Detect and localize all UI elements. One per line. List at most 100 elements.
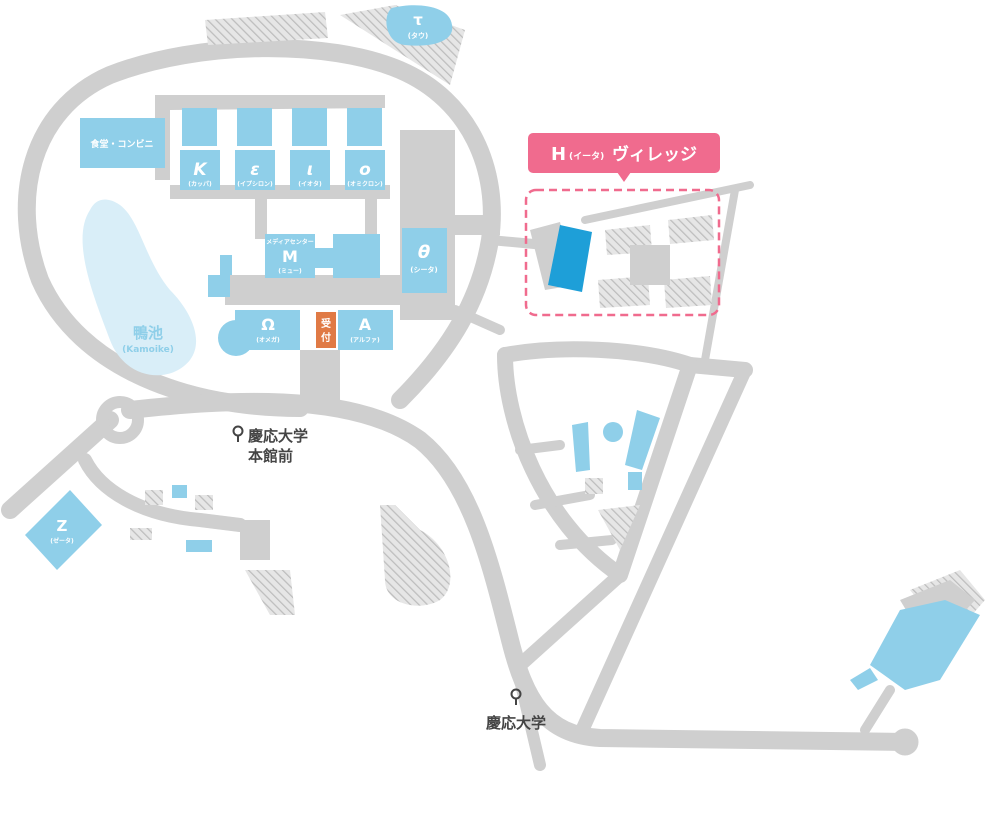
east-diagonal <box>573 363 752 742</box>
mu-reading: (ミュー) <box>278 268 302 275</box>
building-sector-3 <box>628 472 642 490</box>
hatch-w3 <box>130 528 152 540</box>
building-mu[interactable] <box>265 234 315 278</box>
hatch-village-2 <box>668 215 714 244</box>
omicron-reading: (オミクロン) <box>347 180 383 188</box>
village-name: ヴィレッジ <box>612 144 697 165</box>
building-west-1 <box>172 485 187 498</box>
hatch-south-circle <box>380 505 451 606</box>
cafeteria-label: 食堂・コンビニ <box>89 138 153 150</box>
gray-stop-box <box>240 520 270 560</box>
building-reception[interactable] <box>316 312 336 348</box>
reception-line1: 受 <box>321 317 331 330</box>
alpha-letter: A <box>359 315 372 334</box>
buildings <box>25 5 980 690</box>
iota-letter: ι <box>307 160 314 180</box>
hatch-sw <box>245 570 295 615</box>
stop-daigaku[interactable]: 慶応大学 <box>486 688 546 733</box>
gray-walk <box>300 350 340 410</box>
pond-name: 鴨池 <box>133 324 163 342</box>
building-theta[interactable] <box>402 228 447 293</box>
building-east-complex <box>870 600 980 690</box>
building-kappa[interactable] <box>180 150 220 190</box>
gray-band <box>170 185 390 199</box>
building-west-2 <box>186 540 212 552</box>
building-sector-round <box>603 422 623 442</box>
hatch-sector <box>598 505 640 550</box>
tau-reading: (タウ) <box>408 31 428 40</box>
building-village-main[interactable] <box>548 225 592 292</box>
epsilon-letter: ε <box>250 160 259 180</box>
building-omega-round <box>218 320 254 356</box>
inner-road-2 <box>530 490 595 510</box>
zeta-reading: (ゼータ) <box>50 537 74 545</box>
village-letter: H <box>551 144 566 165</box>
stop-pin-icon-2 <box>510 688 522 700</box>
hatch-w1 <box>145 490 163 505</box>
building-alpha[interactable] <box>338 310 393 350</box>
roundabout <box>96 396 144 444</box>
building-epsilon[interactable] <box>235 150 275 190</box>
inner-road-1 <box>515 440 565 455</box>
building-tau[interactable] <box>386 5 453 46</box>
village-callout[interactable]: H (イータ) ヴィレッジ <box>524 133 721 317</box>
village-road <box>450 305 505 335</box>
hatch-village-4 <box>664 276 712 308</box>
east-connector <box>513 568 627 672</box>
east-sector-top <box>497 341 698 373</box>
building-small-2 <box>208 275 230 297</box>
zeta-letter: Z <box>57 517 68 535</box>
stop-honkan[interactable]: 慶応大学 本館前 <box>232 425 309 466</box>
village-road-3 <box>581 181 754 224</box>
building-iota[interactable] <box>290 150 330 190</box>
stop-honkan-line2: 本館前 <box>248 447 293 465</box>
mu-letter: M <box>282 247 298 266</box>
building-cafeteria[interactable] <box>80 118 165 168</box>
end-circle <box>891 728 919 756</box>
gray-plaza <box>225 275 400 305</box>
reception-line2: 付 <box>321 331 331 344</box>
alpha-reading: (アルファ) <box>350 337 380 344</box>
gray-link-1 <box>255 199 267 239</box>
village-banner-pointer <box>617 172 631 182</box>
building-sector-1 <box>572 422 590 472</box>
building-epsilon-top <box>237 108 272 146</box>
village-dashed-boundary <box>524 188 721 317</box>
building-mu-annex <box>333 234 380 278</box>
hatch-sector-2 <box>585 478 603 494</box>
building-omicron[interactable] <box>345 150 385 190</box>
omicron-letter: o <box>359 160 371 180</box>
village-banner <box>528 133 720 173</box>
theta-reading: (シータ) <box>410 265 437 274</box>
building-zeta[interactable] <box>25 490 102 570</box>
stop-pin-icon <box>232 425 244 437</box>
building-mu-link <box>315 248 335 268</box>
south-road <box>514 674 546 771</box>
kappa-reading: (カッパ) <box>188 180 212 188</box>
building-small-1 <box>220 255 232 275</box>
building-omicron-top <box>347 108 382 146</box>
omega-letter: Ω <box>261 315 275 334</box>
east-sector-road <box>497 347 753 583</box>
kappa-letter: K <box>193 160 208 180</box>
building-labels: τ (タウ) 食堂・コンビニ K (カッパ) ε (イプシロン) ι (イオタ)… <box>50 11 437 545</box>
stop-honkan-line1: 慶応大学 <box>248 427 308 445</box>
epsilon-reading: (イプシロン) <box>237 180 273 188</box>
village-reading: (イータ) <box>569 150 604 162</box>
building-east-small <box>850 668 878 690</box>
omega-reading: (オメガ) <box>256 336 280 344</box>
building-sector-2 <box>625 410 660 470</box>
east-end-road <box>860 685 895 735</box>
gray-frame-top <box>155 95 385 180</box>
hatch-w2 <box>195 495 213 510</box>
gray-link-2 <box>365 199 377 239</box>
gray-structures <box>155 95 975 650</box>
mu-caption: メディアセンター <box>266 238 313 246</box>
building-iota-top <box>292 108 327 146</box>
theta-letter: θ <box>418 242 430 263</box>
pond <box>82 199 197 376</box>
main-road <box>121 392 914 751</box>
west-branch <box>78 453 247 532</box>
gray-village-center <box>630 245 670 285</box>
